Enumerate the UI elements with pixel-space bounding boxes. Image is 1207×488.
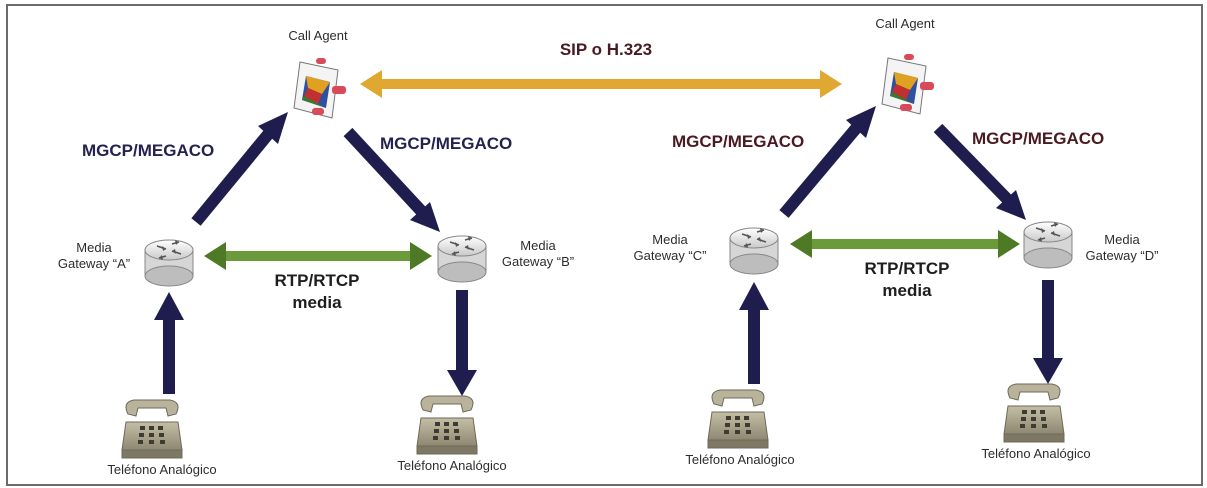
phone-a-label: Teléfono Analógico	[107, 462, 217, 477]
mgcp-label-d: MGCP/MEGACO	[972, 129, 1105, 148]
mgcp-label-b: MGCP/MEGACO	[380, 134, 513, 153]
analog-phone-icon	[1003, 383, 1065, 443]
router-icon	[1023, 221, 1073, 269]
gateway-d-line2: Gateway “D”	[1085, 248, 1159, 263]
gateway-a-line1: Media	[76, 240, 112, 255]
gateway-c-line1: Media	[652, 232, 688, 247]
phone-arrow-a	[154, 292, 184, 394]
call-agent-icon	[881, 53, 935, 115]
rtp-left-line2: media	[292, 293, 342, 312]
gateway-c-line2: Gateway “C”	[633, 248, 707, 263]
mgcp-label-a: MGCP/MEGACO	[82, 141, 215, 160]
gateway-d-line1: Media	[1104, 232, 1140, 247]
phone-b-label: Teléfono Analógico	[397, 458, 507, 473]
phone-arrow-b	[447, 290, 477, 396]
rtp-label-left: RTP/RTCP media	[252, 270, 382, 314]
rtp-arrow-left	[204, 242, 432, 270]
mgcp-arrow-c	[779, 106, 876, 218]
phone-c-label: Teléfono Analógico	[685, 452, 795, 467]
sip-arrow	[360, 70, 842, 98]
gateway-a-line2: Gateway “A”	[57, 256, 131, 271]
router-icon	[144, 239, 194, 287]
gateway-b-label: Media Gateway “B”	[488, 238, 588, 270]
call-agent-left-label: Call Agent	[288, 28, 348, 43]
gateway-b-line2: Gateway “B”	[501, 254, 575, 269]
rtp-right-line2: media	[882, 281, 932, 300]
analog-phone-icon	[121, 399, 183, 459]
rtp-arrow-right	[790, 230, 1020, 258]
call-agent-right-label: Call Agent	[875, 16, 935, 31]
analog-phone-icon	[707, 389, 769, 449]
gateway-c-label: Media Gateway “C”	[620, 232, 720, 264]
sip-label: SIP o H.323	[559, 40, 653, 59]
router-icon	[729, 227, 779, 275]
mgcp-arrow-d	[933, 123, 1026, 220]
gateway-b-line1: Media	[520, 238, 556, 253]
gateway-a-label: Media Gateway “A”	[44, 240, 144, 272]
phone-arrow-c	[739, 282, 769, 384]
analog-phone-icon	[416, 395, 478, 455]
gateway-d-label: Media Gateway “D”	[1072, 232, 1172, 264]
mgcp-arrow-a	[191, 112, 288, 226]
rtp-right-line1: RTP/RTCP	[864, 259, 950, 278]
mgcp-arrow-b	[343, 127, 440, 232]
mgcp-label-c: MGCP/MEGACO	[672, 132, 805, 151]
call-agent-icon	[293, 57, 347, 119]
phone-arrow-d	[1033, 280, 1063, 384]
rtp-left-line1: RTP/RTCP	[274, 271, 360, 290]
phone-d-label: Teléfono Analógico	[981, 446, 1091, 461]
rtp-label-right: RTP/RTCP media	[842, 258, 972, 302]
router-icon	[437, 235, 487, 283]
diagram-frame	[6, 4, 1203, 486]
